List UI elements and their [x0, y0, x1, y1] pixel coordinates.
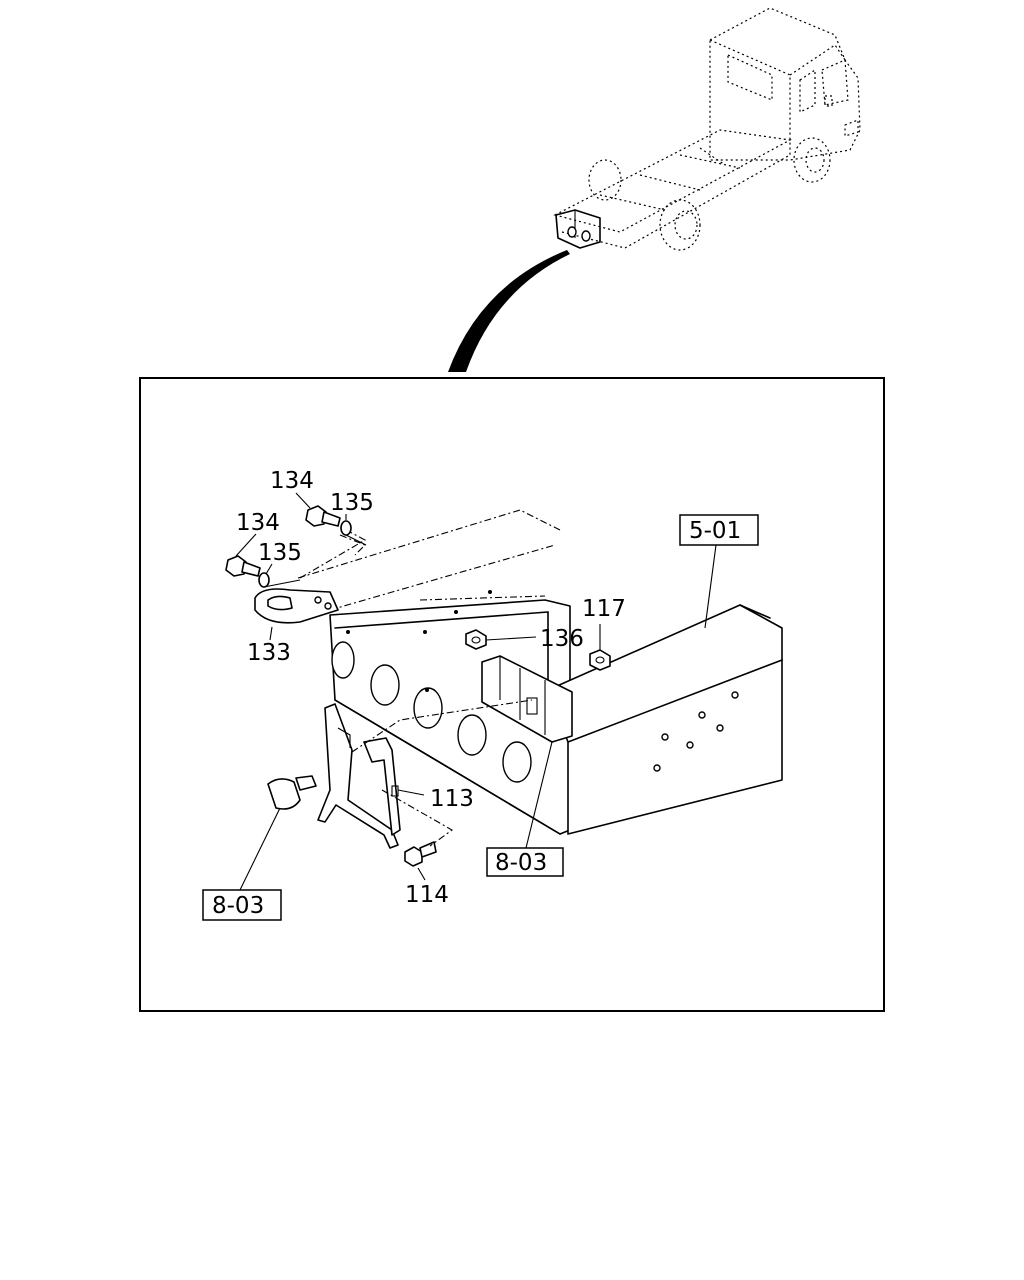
ref-box-8-03-right[interactable]: 8-03	[486, 847, 564, 877]
ref-label-8-03-right: 8-03	[495, 850, 547, 876]
callout-135-lower: 135	[258, 540, 302, 566]
callout-133: 133	[247, 640, 291, 666]
bolt-134-upper	[305, 505, 341, 527]
tail-lamp-assembly	[481, 655, 573, 743]
truck-overview	[553, 7, 861, 251]
washer-135-lower	[258, 572, 270, 588]
nut-117	[589, 649, 611, 671]
callout-135-upper: 135	[330, 490, 374, 516]
bracket-113	[317, 703, 401, 849]
callout-113: 113	[430, 786, 474, 812]
leader-lines	[235, 492, 717, 891]
callout-136: 136	[540, 626, 584, 652]
bolt-134-lower	[225, 555, 261, 577]
bolt-114	[404, 841, 437, 867]
ref-box-8-03-left[interactable]: 8-03	[202, 889, 282, 921]
ref-box-5-01[interactable]: 5-01	[679, 514, 759, 546]
ref-label-8-03-left: 8-03	[212, 893, 264, 919]
callout-134-upper: 134	[270, 468, 314, 494]
frame-rails	[297, 509, 783, 835]
washer-135-upper	[340, 520, 352, 536]
tow-hook-133	[254, 531, 367, 624]
nut-136	[465, 629, 487, 650]
callout-117: 117	[582, 596, 626, 622]
callout-114: 114	[405, 882, 449, 908]
detail-pointer	[448, 250, 570, 372]
ref-label-5-01: 5-01	[689, 518, 741, 544]
license-lamp	[267, 775, 317, 810]
detail-frame	[139, 377, 885, 1012]
callout-134-lower: 134	[236, 510, 280, 536]
